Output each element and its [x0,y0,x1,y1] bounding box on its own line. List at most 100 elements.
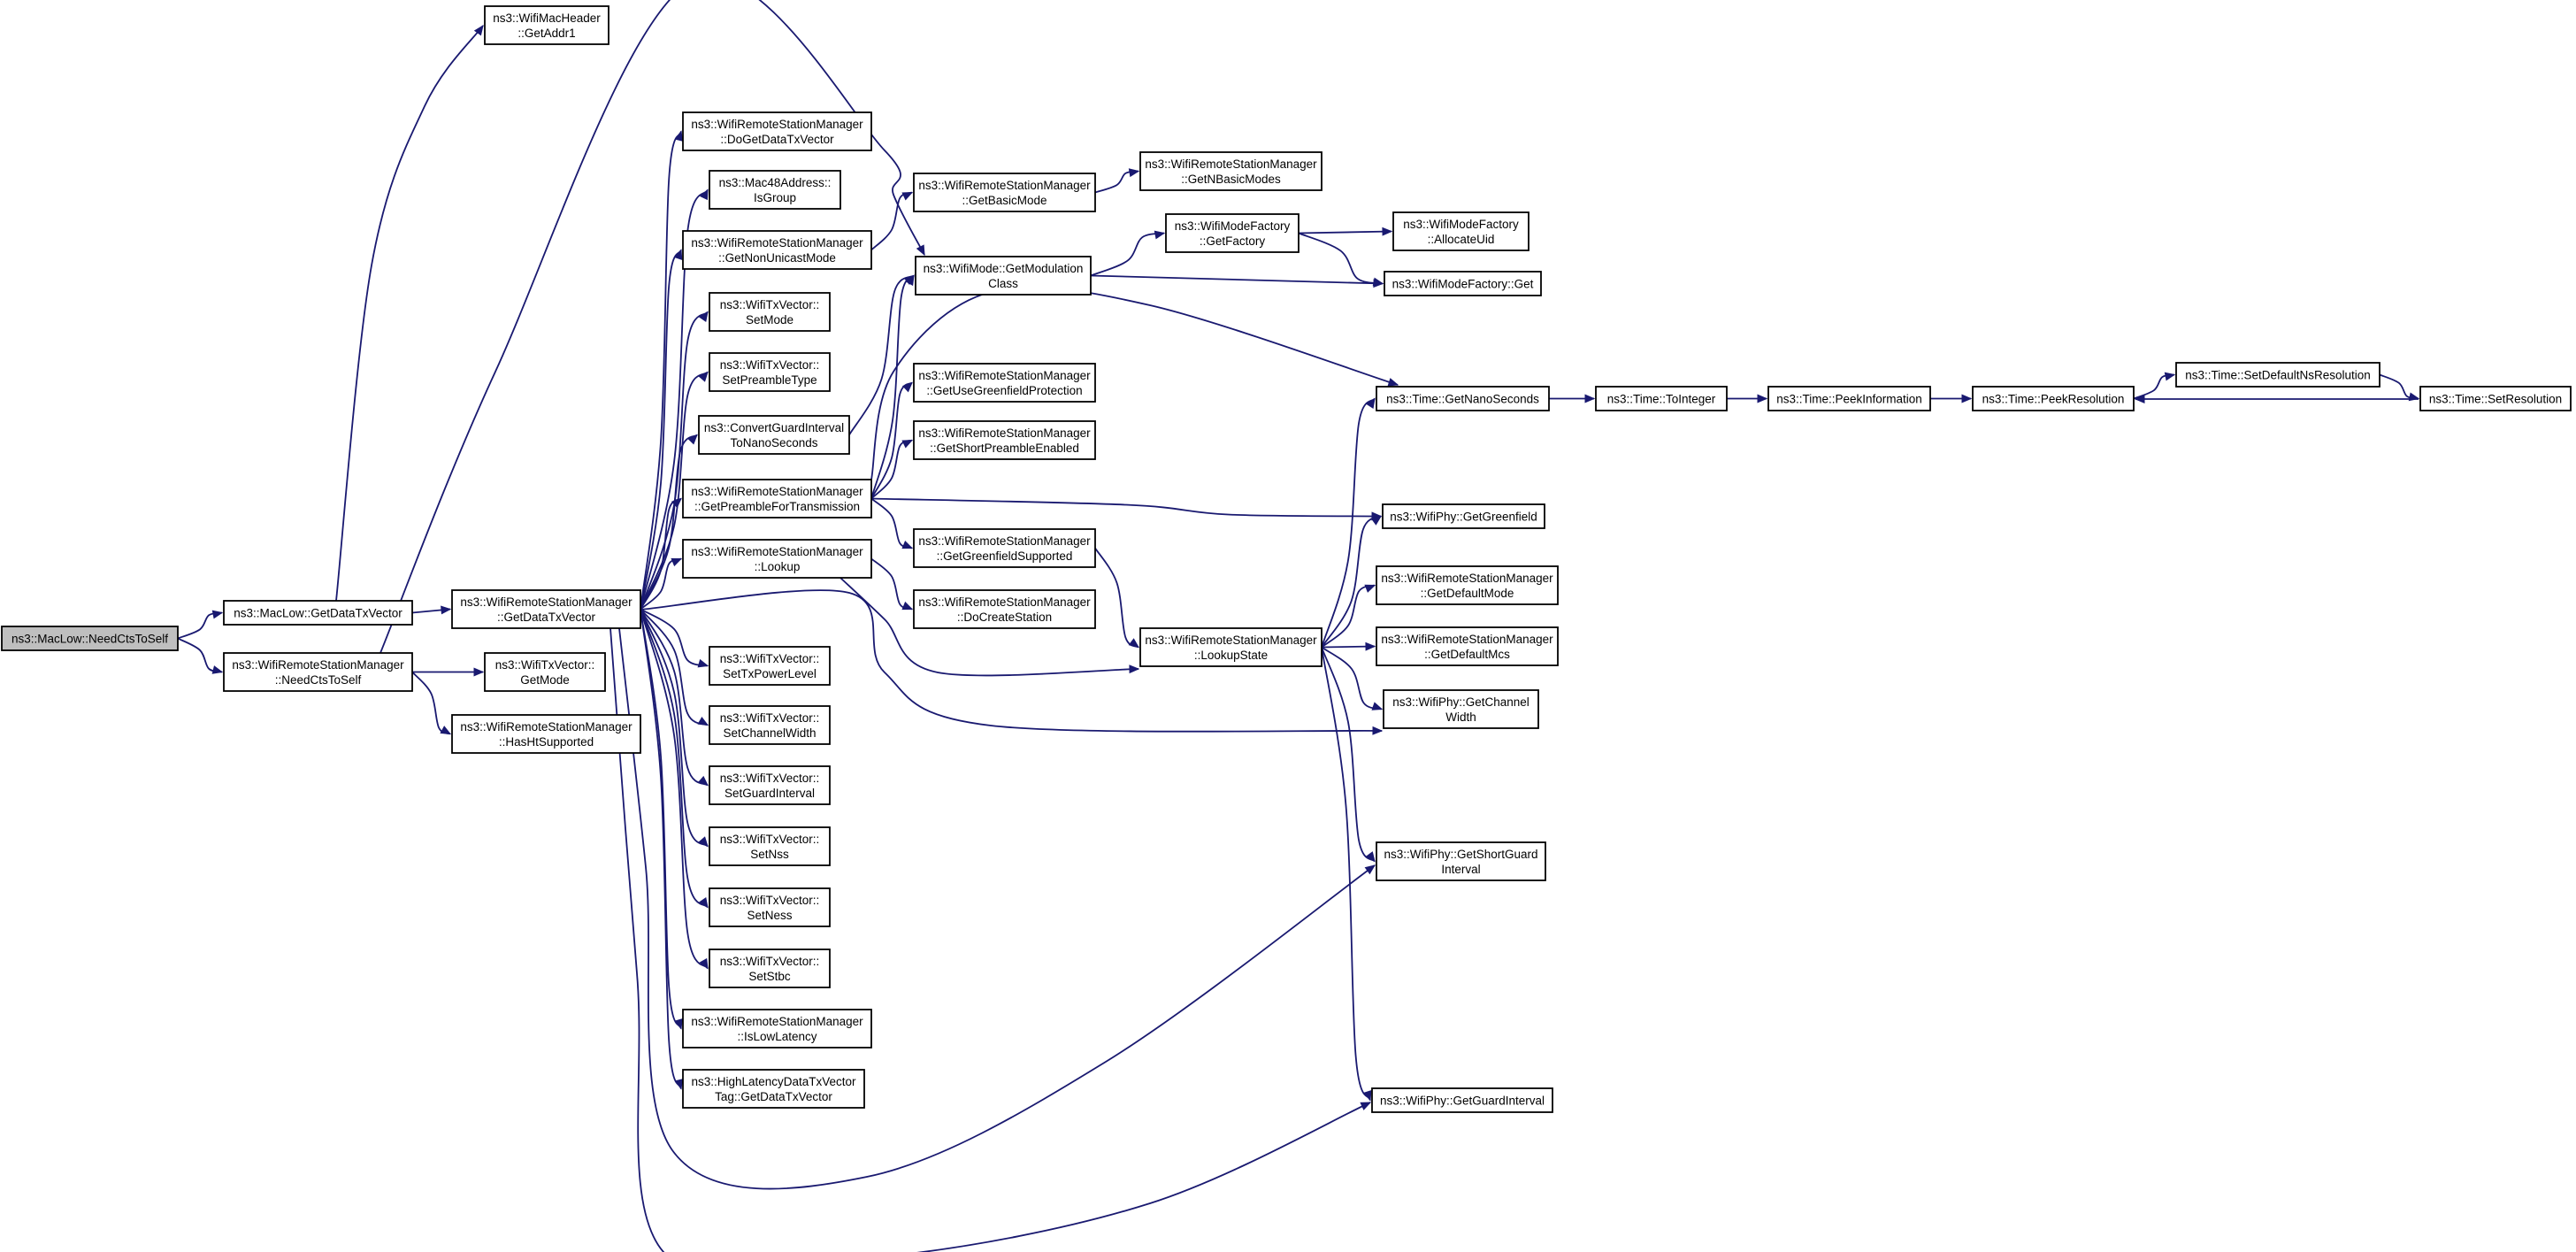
edge-arrowhead [699,311,709,322]
edge-arrowhead [1365,641,1376,651]
node-label: ns3::WifiTxVector:: [720,894,820,907]
node-box [1972,386,2135,411]
node-label: ::GetShortPreambleEnabled [930,442,1079,455]
graph-node-n1[interactable]: ns3::MacLow::GetDataTxVector [223,600,413,626]
graph-node-n6[interactable]: ns3::WifiRemoteStationManager::HasHtSupp… [451,714,641,754]
edge-line [840,577,1139,677]
node-label: ::GetPreambleForTransmission [694,500,860,513]
graph-node-n0[interactable]: ns3::MacLow::NeedCtsToSelf [1,626,179,651]
graph-node-n35[interactable]: ns3::WifiPhy::GetGreenfield [1382,503,1545,529]
graph-node-n37[interactable]: ns3::WifiRemoteStationManager::GetDefaul… [1376,626,1559,666]
graph-node-n34[interactable]: ns3::Time::GetNanoSeconds [1376,386,1550,411]
edge-line [640,434,698,610]
node-box [709,765,831,805]
graph-node-n11[interactable]: ns3::WifiTxVector::SetPreambleType [709,352,831,392]
node-label: ns3::MacLow::GetDataTxVector [234,607,402,620]
node-label: ns3::WifiPhy::GetShortGuard [1384,848,1537,861]
edge-line [1094,548,1139,649]
graph-node-n7[interactable]: ns3::WifiRemoteStationManager::DoGetData… [682,111,872,151]
node-label: ::GetUseGreenfieldProtection [926,384,1082,397]
node-label: Tag::GetDataTxVector [715,1090,832,1103]
graph-node-n16[interactable]: ns3::WifiTxVector::SetChannelWidth [709,705,831,745]
graph-node-n17[interactable]: ns3::WifiTxVector::SetGuardInterval [709,765,831,805]
edge-line [870,497,913,549]
node-label: ns3::Time::SetResolution [2429,393,2562,406]
edge-n34-n41 [1549,394,1596,403]
edge-n2-n24 [380,0,925,654]
graph-node-n9[interactable]: ns3::WifiRemoteStationManager::GetNonUni… [682,230,872,270]
graph-node-n4[interactable]: ns3::WifiRemoteStationManager::GetDataTx… [451,589,641,629]
graph-node-n23[interactable]: ns3::WifiRemoteStationManager::GetBasicM… [913,173,1096,212]
node-label: SetPreambleType [722,373,816,387]
node-box [709,949,831,988]
graph-node-n25[interactable]: ns3::WifiRemoteStationManager::GetUseGre… [913,363,1096,403]
edge-arrowhead [901,381,913,393]
graph-node-n40[interactable]: ns3::WifiPhy::GetGuardInterval [1371,1087,1553,1113]
node-box [709,826,831,866]
node-label: ns3::WifiTxVector:: [720,711,820,725]
graph-node-n43[interactable]: ns3::Time::PeekResolution [1972,386,2135,411]
node-label: SetNss [750,848,789,861]
graph-node-n30[interactable]: ns3::WifiModeFactory::GetFactory [1165,213,1300,253]
graph-node-n15[interactable]: ns3::WifiTxVector::SetTxPowerLevel [709,646,831,686]
node-box [682,539,872,579]
graph-node-n33[interactable]: ns3::WifiModeFactory::Get [1384,271,1542,296]
edge-n14-n31 [840,577,1140,677]
graph-node-n44[interactable]: ns3::Time::SetDefaultNsResolution [2175,362,2380,388]
node-label: ns3::HighLatencyDataTxVector [691,1075,856,1088]
node-label: ::IsLowLatency [737,1030,816,1043]
edge-arrowhead [674,130,684,142]
graph-node-n22[interactable]: ns3::HighLatencyDataTxVectorTag::GetData… [682,1069,865,1109]
graph-node-n3[interactable]: ns3::WifiMacHeader::GetAddr1 [484,5,610,45]
node-label: ns3::WifiTxVector:: [720,298,820,311]
graph-node-n27[interactable]: ns3::WifiRemoteStationManager::GetGreenf… [913,528,1096,568]
graph-node-n19[interactable]: ns3::WifiTxVector::SetNess [709,887,831,927]
edge-arrowhead [473,24,484,36]
graph-node-n10[interactable]: ns3::WifiTxVector::SetMode [709,292,831,332]
graph-node-n26[interactable]: ns3::WifiRemoteStationManager::GetShortP… [913,420,1096,460]
edge-arrowhead [699,897,709,909]
edge-line [1298,230,1392,234]
node-box [2419,386,2572,411]
graph-node-n2[interactable]: ns3::WifiRemoteStationManager::NeedCtsTo… [223,652,413,692]
node-label: ns3::WifiRemoteStationManager [232,658,404,672]
graph-node-n13[interactable]: ns3::WifiRemoteStationManager::GetPreamb… [682,479,872,518]
node-label: ns3::WifiRemoteStationManager [460,595,632,609]
edge-line [848,274,915,435]
edge-arrowhead [1365,851,1376,863]
graph-node-n28[interactable]: ns3::WifiRemoteStationManager::DoCreateS… [913,589,1096,629]
graph-node-n41[interactable]: ns3::Time::ToInteger [1595,386,1728,411]
node-label: ::GetDefaultMcs [1424,648,1510,661]
node-label: ns3::WifiRemoteStationManager [918,534,1091,548]
graph-node-n45[interactable]: ns3::Time::SetResolution [2419,386,2572,411]
edge-line [640,371,709,610]
graph-node-n20[interactable]: ns3::WifiTxVector::SetStbc [709,949,831,988]
node-label: ::DoCreateStation [957,611,1052,624]
graph-node-n5[interactable]: ns3::WifiTxVector::GetMode [484,652,606,692]
graph-node-n29[interactable]: ns3::WifiRemoteStationManager::GetNBasic… [1139,151,1322,191]
graph-node-n21[interactable]: ns3::WifiRemoteStationManager::IsLowLate… [682,1009,872,1048]
graph-node-n36[interactable]: ns3::WifiRemoteStationManager::GetDefaul… [1376,565,1559,605]
edge-line [411,671,451,735]
edge-n13-n27 [870,497,914,549]
edges-layer [177,0,2420,1252]
graph-node-n14[interactable]: ns3::WifiRemoteStationManager::Lookup [682,539,872,579]
node-box [1383,689,1539,729]
graph-node-n42[interactable]: ns3::Time::PeekInformation [1767,386,1931,411]
edge-line [1321,647,1371,1101]
node-label: ns3::WifiRemoteStationManager [918,369,1091,382]
edge-n27-n31 [1094,548,1140,649]
graph-node-n8[interactable]: ns3::Mac48Address::IsGroup [709,170,841,210]
node-label: SetChannelWidth [723,726,816,740]
node-label: SetMode [746,313,794,326]
node-box [709,887,831,927]
graph-node-n32[interactable]: ns3::WifiModeFactory::AllocateUid [1392,211,1530,251]
node-box [1139,627,1322,667]
graph-node-n31[interactable]: ns3::WifiRemoteStationManager::LookupSta… [1139,627,1322,667]
graph-node-n18[interactable]: ns3::WifiTxVector::SetNss [709,826,831,866]
